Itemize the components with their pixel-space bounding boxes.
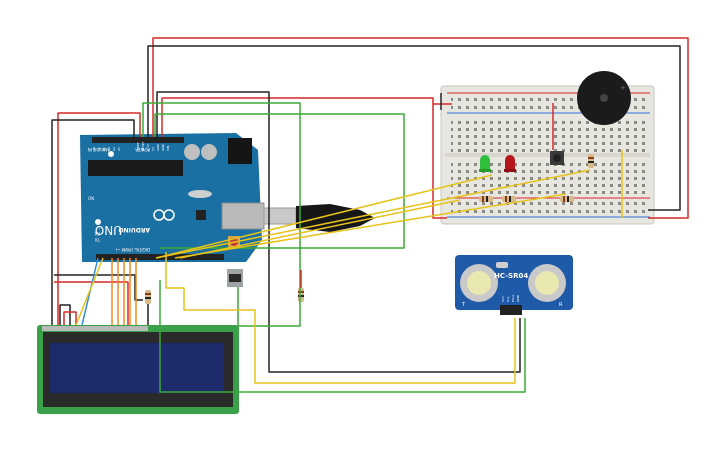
- power-pin-label: RESET: [141, 141, 145, 151]
- wire-red: [63, 311, 77, 325]
- wire-yellow: [179, 199, 461, 259]
- analog-pin-label: A5: [117, 147, 121, 151]
- analog-pin-labels: A0 A1 A2 A3 A4 A5: [92, 147, 121, 151]
- green-led: [479, 155, 491, 172]
- wire-yellow: [155, 169, 591, 259]
- piezo-buzzer: +: [577, 71, 631, 125]
- l-led-label: L: [97, 225, 100, 230]
- analog-in-label: ANALOG IN: [88, 147, 110, 152]
- wire-red: [161, 97, 447, 219]
- wires: [51, 37, 689, 393]
- tx-label: TX: [95, 237, 101, 242]
- power-pin-label: 5V: [151, 146, 155, 151]
- wire-green: [142, 102, 301, 327]
- lcd-16x2: [37, 325, 239, 414]
- analog-pin-label: A4: [112, 147, 116, 151]
- sensor-pin-label: Trig: [506, 297, 510, 303]
- wire-black: [156, 91, 521, 373]
- red-led: [504, 155, 516, 172]
- power-pin-label: VIN: [166, 146, 170, 151]
- sensor-r-label: R: [559, 302, 563, 308]
- wire-green: [159, 280, 526, 393]
- sensor-pin-label: Echo: [511, 295, 515, 302]
- sensor-t-label: T: [461, 302, 466, 308]
- wire-yellow: [165, 252, 516, 384]
- analog-pin-label: A2: [102, 147, 106, 151]
- power-pin-label: 3.3V: [146, 143, 150, 151]
- rx-label: RX: [94, 231, 100, 236]
- sensor-model-label: HC-SR04: [494, 272, 528, 280]
- on-led-label: ON: [88, 196, 94, 201]
- power-pin-label: GND: [156, 143, 160, 151]
- power-pin-label: GND: [161, 143, 165, 151]
- wire-black: [59, 304, 71, 325]
- reset-pushbutton: [227, 269, 243, 287]
- sensor-pin-label: VCC: [501, 296, 505, 302]
- pushbutton: [550, 151, 564, 165]
- wire-red: [54, 281, 129, 325]
- wire-yellow: [174, 193, 567, 259]
- arduino-brand-label: ARDUINO: [119, 226, 150, 233]
- resistor-3: [502, 196, 516, 202]
- resistor-4: [560, 196, 574, 202]
- wire-black: [51, 119, 135, 325]
- power-pin-label: IOREF: [136, 142, 140, 151]
- sensor-pin-label: GND: [516, 294, 520, 302]
- resistor-1: [588, 154, 594, 168]
- analog-pin-label: A1: [97, 147, 101, 151]
- power-pin-labels: IOREF RESET 3.3V 5V GND GND VIN: [136, 141, 170, 151]
- resistor-2: [479, 196, 493, 202]
- analog-pin-label: A3: [107, 147, 111, 151]
- wire-yellow: [155, 174, 493, 259]
- wire-red: [57, 112, 141, 325]
- analog-pin-label: A0: [92, 147, 96, 151]
- wire-red: [152, 37, 689, 219]
- svg-text:+: +: [620, 84, 626, 92]
- resistor-5: [145, 290, 151, 304]
- power-label: POWER: [135, 147, 150, 152]
- wire-yellow: [75, 257, 104, 326]
- resistor-6: [298, 288, 304, 302]
- wire-black: [147, 45, 681, 211]
- ultrasonic-sensor: [455, 255, 573, 315]
- digital-label: DIGITAL (PWM ~): [115, 247, 150, 252]
- sensor-pin-labels: VCC Trig Echo GND: [501, 294, 520, 303]
- arduino-model-label: UNO: [95, 223, 122, 237]
- wire-green: [154, 113, 405, 249]
